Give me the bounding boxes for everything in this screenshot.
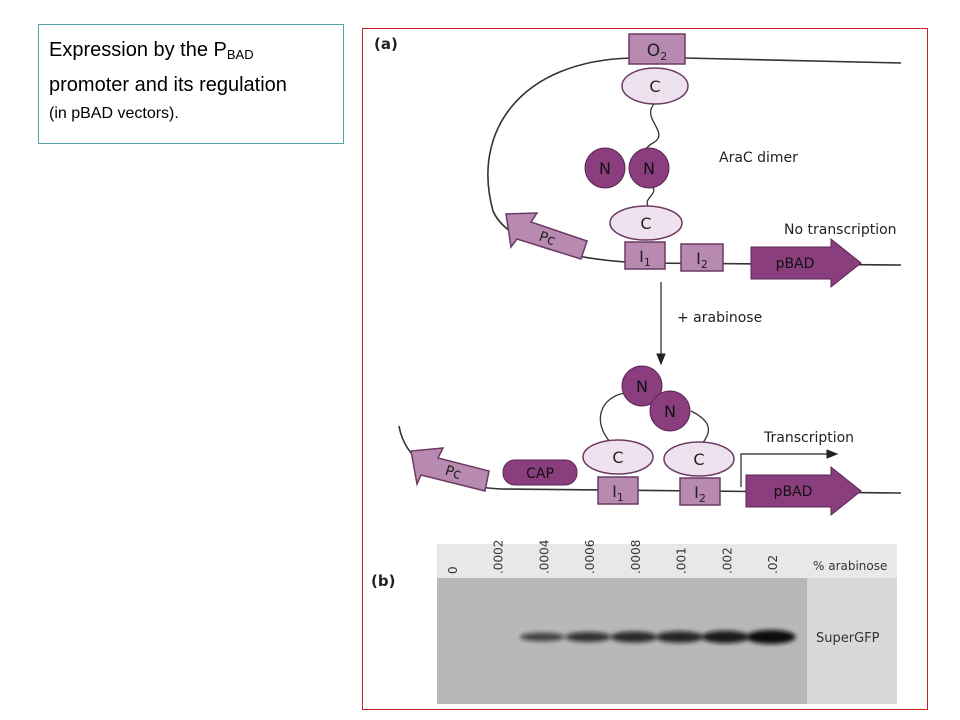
c-domain-bottom-label: C bbox=[640, 214, 651, 233]
caption-title-subscript: BAD bbox=[226, 47, 254, 62]
pbad-arrow-top bbox=[750, 237, 862, 289]
no-transcription-label: No transcription bbox=[784, 222, 897, 238]
caption-line-2: promoter and its regulation bbox=[49, 74, 287, 96]
cap-label: CAP bbox=[526, 466, 554, 482]
pbad-label-bottom: pBAD bbox=[774, 484, 813, 500]
transcription-arrow bbox=[740, 449, 839, 487]
caption-title-line: Expression by the PBAD bbox=[49, 35, 333, 70]
caption-title-prefix: Expression by the P bbox=[49, 39, 227, 61]
i1-operator-box-top bbox=[624, 241, 666, 270]
linker-bottom bbox=[646, 185, 655, 208]
gfp-band bbox=[565, 632, 612, 642]
cap-protein bbox=[502, 459, 578, 486]
c-domain-bl-label: C bbox=[612, 448, 623, 467]
gel-margin bbox=[807, 578, 897, 704]
i2-operator-box-top bbox=[680, 243, 724, 272]
o2-operator-box bbox=[628, 33, 686, 65]
pbad-label-top: pBAD bbox=[776, 256, 815, 272]
i2-label-top: I2 bbox=[696, 249, 708, 271]
arac-dimer-label: AraC dimer bbox=[719, 150, 798, 166]
arabinose-axis-label: % arabinose bbox=[813, 559, 887, 573]
panel-b-label: (b) bbox=[371, 572, 395, 590]
panel-a-label: (a) bbox=[374, 35, 398, 53]
linker-bottom-left bbox=[599, 392, 626, 444]
figure-svg: (a) O2 C N N AraC dimer C Pc I1 I2 pBAD … bbox=[371, 33, 902, 704]
lane-label: .001 bbox=[675, 547, 689, 574]
plus-arabinose-label: + arabinose bbox=[677, 310, 762, 326]
pc-label-top: Pc bbox=[537, 229, 558, 250]
lane-label: .0006 bbox=[583, 540, 597, 574]
lane-label: .002 bbox=[720, 547, 734, 574]
c-domain-br-label: C bbox=[693, 450, 704, 469]
pc-promoter-arrow-top bbox=[505, 212, 588, 260]
transcription-label: Transcription bbox=[763, 430, 854, 446]
arac-c-domain-bottom-right bbox=[663, 441, 735, 477]
figure-frame: (a) O2 C N N AraC dimer C Pc I1 I2 pBAD … bbox=[362, 28, 928, 710]
c-domain-top-label: C bbox=[649, 77, 660, 96]
arac-c-domain-bottom bbox=[609, 205, 683, 241]
n-domain-3-label: N bbox=[636, 377, 648, 396]
linker-bottom-right bbox=[690, 410, 710, 446]
o2-label: O2 bbox=[647, 41, 667, 63]
lane-label: .0008 bbox=[629, 540, 643, 574]
gfp-bands bbox=[520, 630, 796, 644]
pc-promoter-arrow-bottom bbox=[410, 447, 490, 492]
arac-n-domain-2 bbox=[628, 147, 670, 189]
i2-label-bottom: I2 bbox=[694, 483, 706, 505]
gfp-band bbox=[701, 630, 750, 644]
supergfp-label: SuperGFP bbox=[816, 631, 880, 646]
pc-label-bottom: Pc bbox=[443, 463, 463, 483]
lane-label: .0004 bbox=[537, 540, 551, 574]
gfp-band bbox=[520, 632, 565, 642]
i2-operator-box-bottom bbox=[679, 477, 721, 506]
arac-c-domain-bottom-left bbox=[582, 439, 654, 475]
n-domain-2-label: N bbox=[643, 159, 655, 178]
pbad-arrow-bottom bbox=[745, 465, 862, 517]
lane-label: .0002 bbox=[492, 540, 506, 574]
caption-box: Expression by the PBAD promoter and its … bbox=[38, 24, 344, 144]
i1-label-top: I1 bbox=[639, 247, 651, 269]
n-domain-1-label: N bbox=[599, 159, 611, 178]
i1-operator-box-bottom bbox=[597, 476, 639, 505]
gfp-band bbox=[610, 631, 658, 643]
arac-c-domain-top bbox=[621, 67, 689, 105]
lane-label: 0 bbox=[446, 566, 460, 574]
i1-label-bottom: I1 bbox=[612, 482, 624, 504]
gfp-band bbox=[656, 631, 704, 643]
n-domain-4-label: N bbox=[664, 402, 676, 421]
lane-label: .02 bbox=[766, 555, 780, 574]
arac-n-domain-1 bbox=[584, 147, 626, 189]
lane-labels: 0 .0002 .0004 .0006 .0008 .001 .002 .02 bbox=[446, 540, 780, 574]
caption-line-3: (in pBAD vectors). bbox=[49, 105, 179, 122]
gfp-band bbox=[746, 630, 796, 644]
arac-n-domain-4 bbox=[649, 390, 691, 432]
arac-n-domain-3 bbox=[621, 365, 663, 407]
